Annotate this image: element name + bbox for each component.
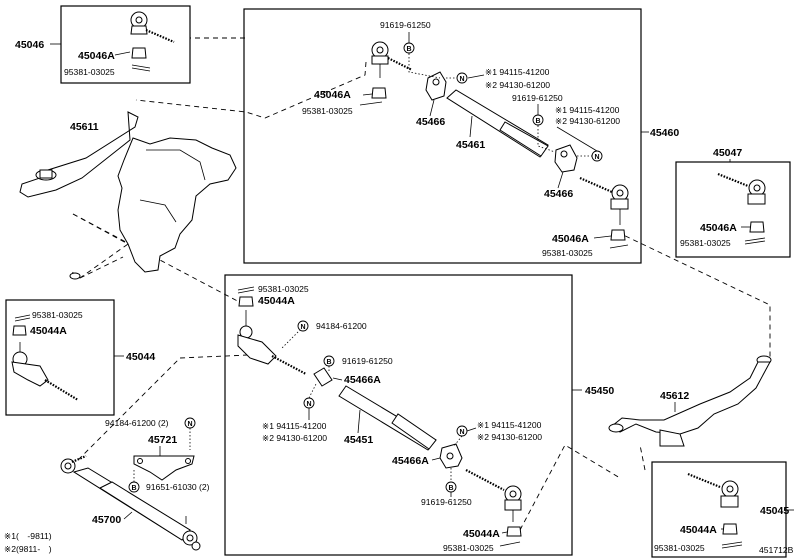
tie-rod-45450 <box>237 310 522 547</box>
tie-rod-end-45047 <box>717 172 766 245</box>
label-45044a-lower-1: 45044A <box>258 295 295 307</box>
frame-45047 <box>675 161 791 258</box>
label-45044a-lower-2: 45044A <box>463 528 500 540</box>
label-94130-lower-2: ※2 94130-61200 <box>477 432 542 442</box>
label-45460: 45460 <box>650 127 679 139</box>
label-94130-lower-1: ※2 94130-61200 <box>262 433 327 443</box>
symbol-b-lower-2: B <box>448 485 453 492</box>
label-95381-lower-2: 95381-03025 <box>443 543 494 553</box>
label-45466-top-1: 45466 <box>416 116 445 128</box>
symbol-n-top-1: N <box>459 76 464 83</box>
legend-note-2: ※2(9811- ) <box>4 544 52 554</box>
tie-rod-end-45044 <box>11 342 79 401</box>
frame-45450 <box>224 274 573 556</box>
label-45466-top-2: 45466 <box>544 188 573 200</box>
label-45046a-top-right: 45046A <box>552 233 589 245</box>
label-95381-left-box: 95381-03025 <box>32 310 83 320</box>
label-45044: 45044 <box>126 351 155 363</box>
label-95381-top-assy: 95381-03025 <box>302 106 353 116</box>
idler-arm-45612 <box>608 355 772 447</box>
label-94115-lower-1: ※1 94115-41200 <box>262 421 327 431</box>
legend-note-1: ※1( -9811) <box>4 531 52 541</box>
label-45046a-top: 45046A <box>78 50 115 62</box>
label-94184-lower: 94184-61200 <box>316 321 367 331</box>
symbol-n-lower-2: N <box>306 401 311 408</box>
diagram-id: 451712B <box>759 545 794 555</box>
label-45044a-left-box: 45044A <box>30 325 67 337</box>
label-94115-top-2: ※1 94115-41200 <box>555 105 620 115</box>
symbol-b-bracket: B <box>131 485 136 492</box>
steering-damper-45700 <box>60 454 201 551</box>
symbol-n-lower-1: N <box>300 324 305 331</box>
label-45721: 45721 <box>148 434 177 446</box>
dashed-connectors <box>72 37 771 531</box>
label-45466a-lower-1: 45466A <box>344 374 381 386</box>
label-45466a-lower-2: 45466A <box>392 455 429 467</box>
label-45700: 45700 <box>92 514 121 526</box>
label-95381-top-right: 95381-03025 <box>542 248 593 258</box>
label-45046a-right-box: 45046A <box>700 222 737 234</box>
label-91619-lower-2: 91619-61250 <box>421 497 472 507</box>
label-95381-right-box-lower: 95381-03025 <box>654 543 705 553</box>
label-91651: 91651-61030 (2) <box>146 482 210 492</box>
symbol-b-top-1: B <box>406 46 411 53</box>
label-94130-top-2: ※2 94130-61200 <box>555 116 620 126</box>
label-45044a-right-box: 45044A <box>680 524 717 536</box>
symbol-b-top-2: B <box>535 118 540 125</box>
symbol-n-bracket: N <box>187 421 192 428</box>
symbol-b-lower-1: B <box>326 359 331 366</box>
label-45461: 45461 <box>456 139 485 151</box>
symbol-n-lower-3: N <box>459 429 464 436</box>
symbol-n-top-2: N <box>594 154 599 161</box>
label-94115-top-1: ※1 94115-41200 <box>485 67 550 77</box>
label-95381-right-box: 95381-03025 <box>680 238 731 248</box>
label-95381-top: 95381-03025 <box>64 67 115 77</box>
label-45047: 45047 <box>713 147 742 159</box>
pitman-arm-45611 <box>19 111 139 198</box>
label-91619-top-2: 91619-61250 <box>512 93 563 103</box>
tie-rod-end-45046 <box>130 11 175 72</box>
frame-45046 <box>60 5 191 84</box>
label-45612: 45612 <box>660 390 689 402</box>
label-91619-top-1: 91619-61250 <box>380 20 431 30</box>
frame-45460 <box>243 8 642 264</box>
label-45046: 45046 <box>15 39 44 51</box>
label-45611: 45611 <box>70 121 99 133</box>
steering-gear-housing <box>117 137 237 273</box>
label-45046a-top-assy: 45046A <box>314 89 351 101</box>
label-45450: 45450 <box>585 385 614 397</box>
tie-rod-45460 <box>359 41 629 249</box>
tie-rod-end-45045 <box>687 472 743 549</box>
label-45451: 45451 <box>344 434 373 446</box>
label-45045: 45045 <box>760 505 789 517</box>
label-94115-lower-2: ※1 94115-41200 <box>477 420 542 430</box>
label-95381-lower-1: 95381-03025 <box>258 284 309 294</box>
bracket-45721 <box>133 455 195 481</box>
frame-45045 <box>651 461 787 558</box>
label-91619-lower-1: 91619-61250 <box>342 356 393 366</box>
frame-45044 <box>5 299 115 416</box>
label-94130-top-1: ※2 94130-61200 <box>485 80 550 90</box>
label-94184-bracket: 94184-61200 (2) <box>105 418 169 428</box>
